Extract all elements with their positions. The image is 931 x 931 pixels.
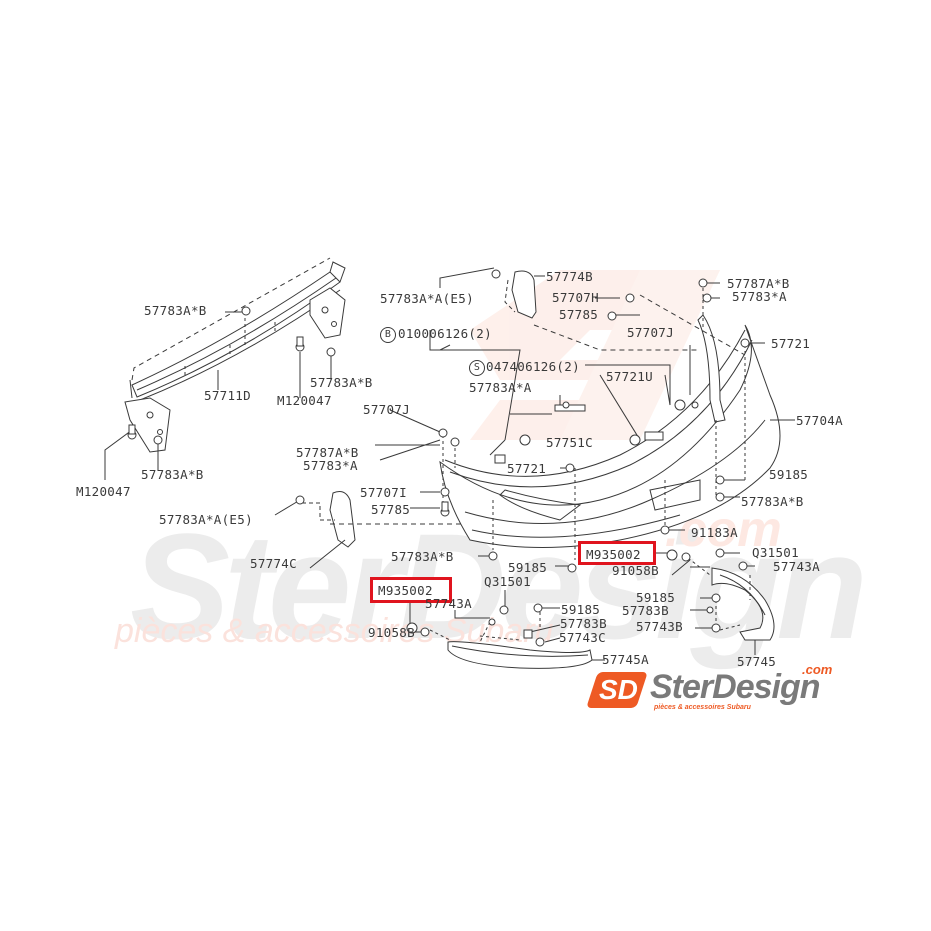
label-57745: 57745 <box>737 654 777 669</box>
label-57783A-right: 57783*A <box>732 289 787 304</box>
label-57783AA-E5-top: 57783A*A(E5) <box>380 291 474 306</box>
rear-bumper-face <box>439 314 781 548</box>
label-Q31501-right: Q31501 <box>752 545 799 560</box>
label-57721U: 57721U <box>606 369 653 384</box>
label-M120047-left: M120047 <box>76 484 131 499</box>
label-57783B-right: 57783B <box>622 603 669 618</box>
label-57783AB-left: 57783A*B <box>141 467 204 482</box>
label-57785-top: 57785 <box>559 307 599 322</box>
label-57785-left: 57785 <box>371 502 411 517</box>
label-57745A: 57745A <box>602 652 649 667</box>
label-59185-center: 59185 <box>508 560 548 575</box>
molding-left <box>409 590 605 669</box>
logo-badge: SD <box>586 672 648 708</box>
label-57787AB-left: 57787A*B <box>296 445 359 460</box>
label-57707J-right: 57707J <box>627 325 674 340</box>
label-91058B-left: 91058B <box>368 625 415 640</box>
label-91058B-right: 91058B <box>612 563 659 578</box>
label-57743B: 57743B <box>636 619 683 634</box>
label-M120047-right: M120047 <box>277 393 332 408</box>
label-57783AB-bottom-center: 57783A*B <box>391 549 454 564</box>
label-57711D: 57711D <box>204 388 251 403</box>
label-57774B: 57774B <box>546 269 593 284</box>
label-57783AB-right: 57783A*B <box>310 375 373 390</box>
label-Q31501-left: Q31501 <box>484 574 531 589</box>
label-57707I: 57707I <box>360 485 407 500</box>
logo-tagline: pièces & accessoires Subaru <box>654 704 751 711</box>
label-57707J-left: 57707J <box>363 402 410 417</box>
sterdesign-logo: SD SterDesign .com pièces & accessoires … <box>586 662 848 714</box>
logo-name: SterDesign <box>650 668 820 706</box>
molding-right <box>658 552 775 655</box>
label-57721-center: 57721 <box>507 461 547 476</box>
label-M935002-upper: M935002 <box>586 547 641 562</box>
highlight-M935002-upper[interactable]: M935002 <box>578 541 656 565</box>
logo-com: .com <box>802 662 833 677</box>
label-57743A-left: 57743A <box>425 596 472 611</box>
label-91183A: 91183A <box>691 525 738 540</box>
screw-s-symbol: S <box>469 360 485 376</box>
label-57787AB-right: 57787A*B <box>727 276 790 291</box>
highlight-M935002-lower[interactable]: M935002 <box>370 577 452 603</box>
label-57704A: 57704A <box>796 413 843 428</box>
label-59185-lower-right: 59185 <box>636 590 676 605</box>
label-57707H: 57707H <box>552 290 599 305</box>
label-57743A-right: 57743A <box>773 559 820 574</box>
reinforcement-beam <box>124 257 346 453</box>
label-57751C: 57751C <box>546 435 593 450</box>
label-57783AA-center: 57783A*A <box>469 380 532 395</box>
bolt-b-symbol: B <box>380 327 396 343</box>
fastener-icons <box>127 306 336 445</box>
label-57774C: 57774C <box>250 556 297 571</box>
label-57783B-left: 57783B <box>560 616 607 631</box>
label-57783A-left: 57783*A <box>303 458 358 473</box>
label-57721-right: 57721 <box>771 336 811 351</box>
side-bracket-right <box>439 267 545 319</box>
label-59185-lower-left: 59185 <box>561 602 601 617</box>
label-57783AB-top: 57783A*B <box>144 303 207 318</box>
label-57783AB-right-bottom: 57783A*B <box>741 494 804 509</box>
label-57783AA-E5-left: 57783A*A(E5) <box>159 512 253 527</box>
label-57743C: 57743C <box>559 630 606 645</box>
label-M935002-lower: M935002 <box>378 583 433 598</box>
label-010006126: 010006126(2) <box>398 326 492 341</box>
label-59185-right: 59185 <box>769 467 809 482</box>
label-047406126: 047406126(2) <box>486 359 580 374</box>
